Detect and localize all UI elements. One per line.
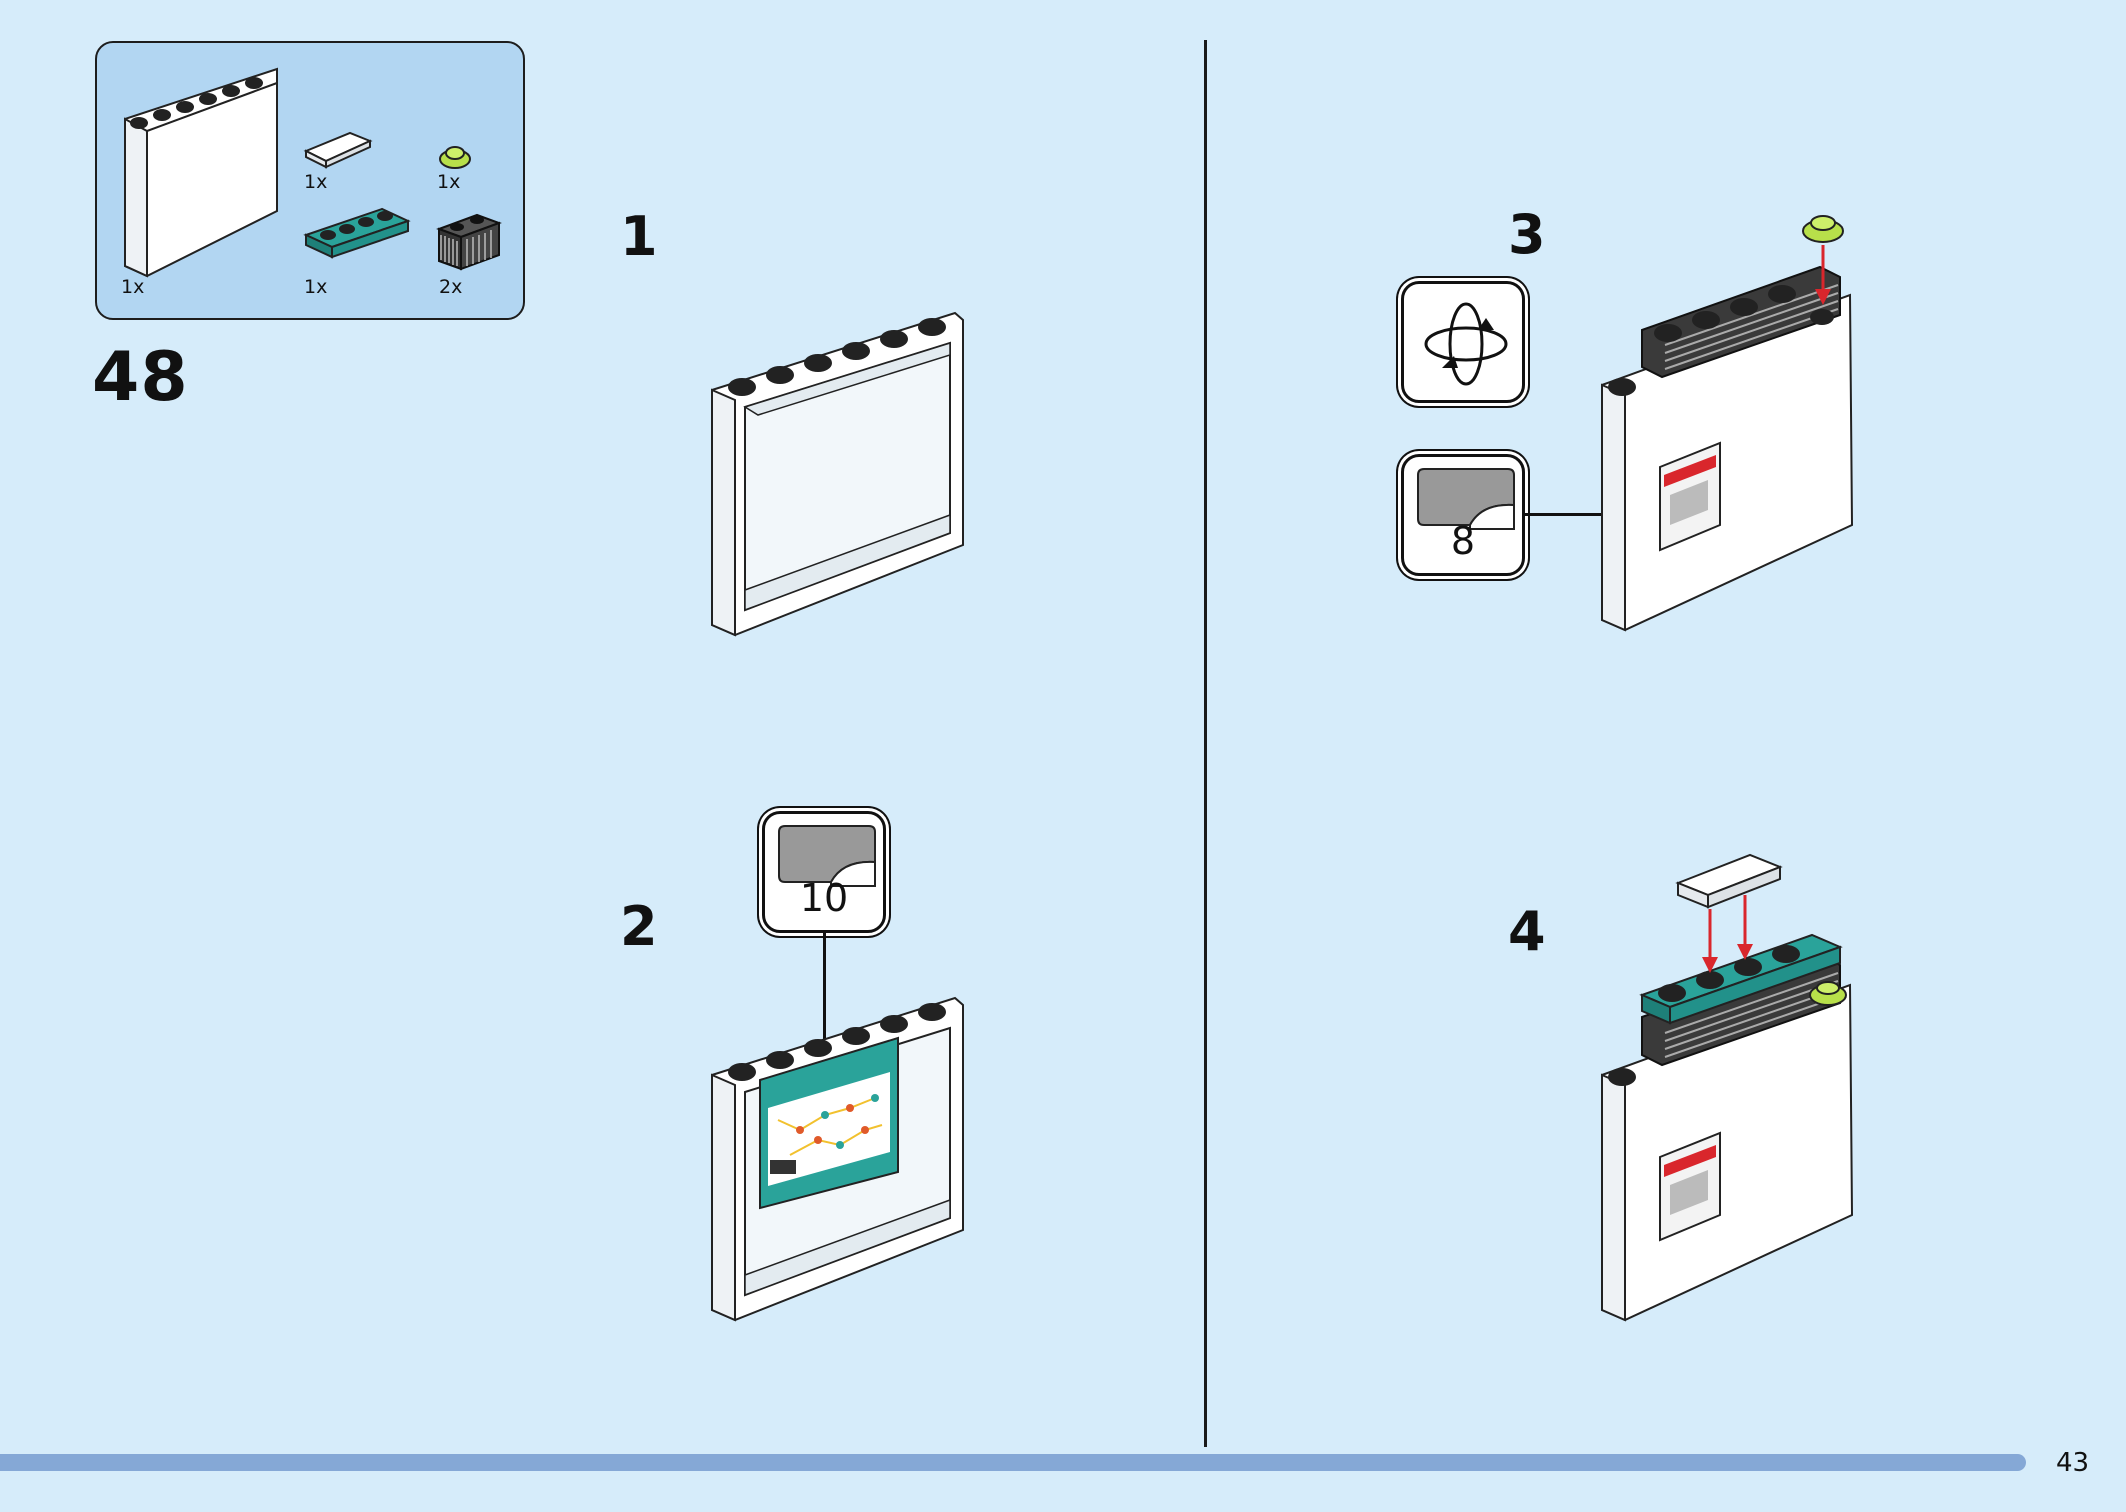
qty-tile: 1x (304, 171, 328, 193)
step-1-panel (711, 311, 964, 637)
sticker-number-10: 10 (799, 876, 849, 920)
step-1-number: 1 (620, 205, 658, 268)
step-3-model (1601, 215, 1854, 632)
step-4-number: 4 (1508, 900, 1546, 963)
sticker-callout-8: 8 (1401, 454, 1525, 576)
step-4-model (1601, 853, 1854, 1322)
qty-grille: 2x (439, 276, 463, 298)
sticker-sheet-icon (1417, 468, 1515, 530)
sticker-number-8: 8 (1450, 519, 1476, 563)
grille-brick-part (436, 213, 502, 271)
step-2-panel (711, 996, 964, 1322)
page-divider (1204, 40, 1207, 1447)
qty-teal-plate: 1x (304, 276, 328, 298)
lime-round-plate-part (439, 146, 471, 169)
rotate-model-icon (1424, 302, 1508, 386)
rotate-model-callout (1401, 281, 1525, 403)
callout-leader-line (823, 933, 826, 1075)
callout-leader-line (1525, 513, 1665, 516)
white-panel-part (124, 67, 278, 278)
step-3-number: 3 (1508, 203, 1546, 266)
teal-plate-part (303, 207, 411, 259)
build-step-number: 48 (92, 338, 189, 417)
sticker-sheet-icon (778, 825, 876, 887)
parts-list-box: 1x 1x 1x 1x 2x (95, 41, 525, 320)
qty-panel: 1x (121, 276, 145, 298)
qty-lime-plate: 1x (437, 171, 461, 193)
sticker-callout-10: 10 (762, 811, 886, 933)
progress-bar (0, 1454, 2026, 1471)
step-2-number: 2 (620, 895, 658, 958)
page-number: 43 (2056, 1448, 2090, 1478)
white-tile-part (303, 131, 373, 169)
